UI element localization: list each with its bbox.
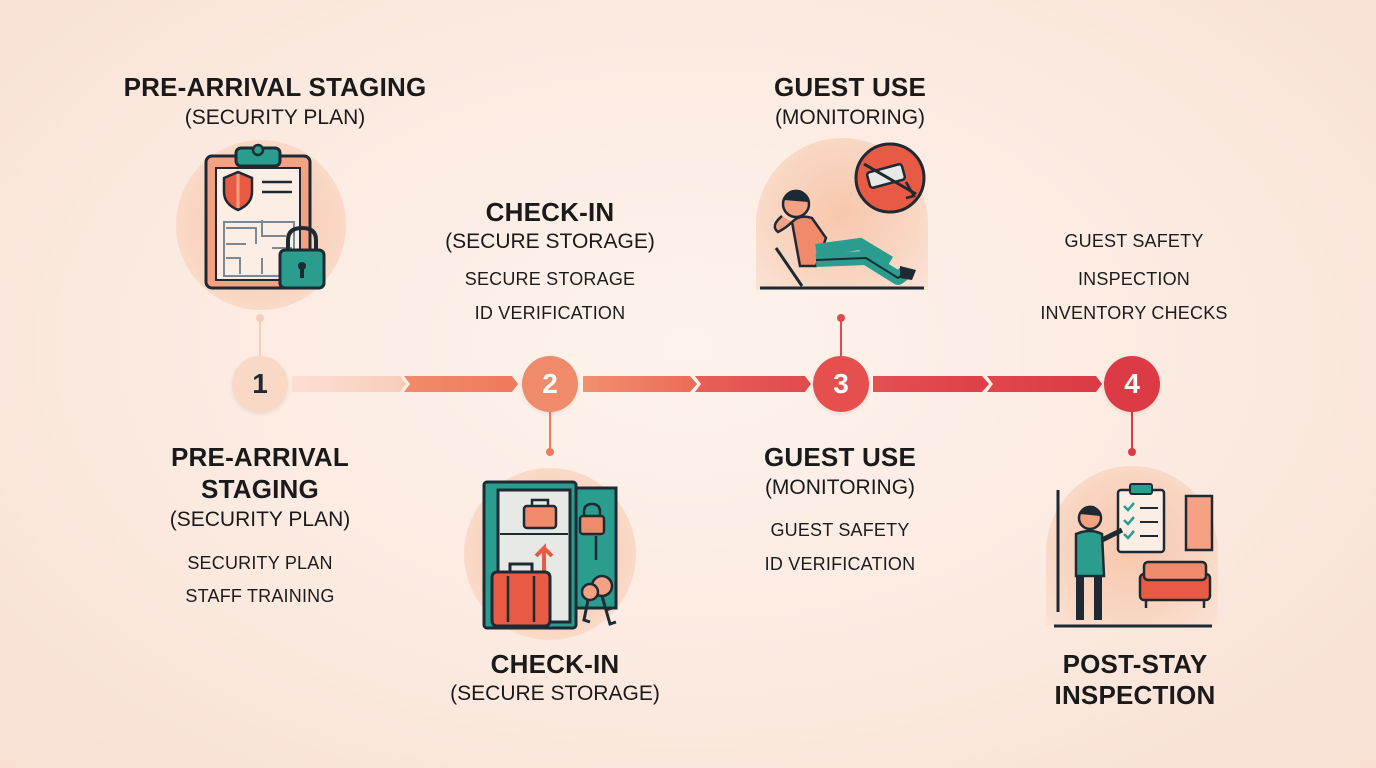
- step-2-item-2: ID VERIFICATION: [474, 303, 626, 323]
- step-node-1: 1: [232, 356, 288, 412]
- guest-relaxing-camera-icon: [760, 142, 926, 290]
- step-node-2: 2: [522, 356, 578, 412]
- step-3-item-2: ID VERIFICATION: [764, 554, 916, 574]
- clipboard-floorplan-lock-icon: [204, 143, 326, 290]
- connector-stem-3: [837, 314, 845, 356]
- step-2-item-1: SECURE STORAGE: [464, 269, 636, 289]
- step-1-bottom-title-line-1: PRE-ARRIVAL: [171, 442, 349, 472]
- step-3-top-subtitle: (MONITORING): [774, 106, 926, 129]
- step-2-bottom-title: CHECK-IN: [490, 649, 620, 679]
- step-1-bottom-title-line-2: STAGING: [201, 474, 319, 504]
- step-1-top-subtitle: (SECURITY PLAN): [184, 106, 366, 129]
- step-2-top-subtitle: (SECURE STORAGE): [445, 230, 655, 253]
- step-4-top-item-1: GUEST SAFETY: [1064, 231, 1204, 251]
- step-4-top-item-3: INVENTORY CHECKS: [1040, 303, 1228, 323]
- step-3-item-1: GUEST SAFETY: [770, 520, 910, 540]
- step-4-bottom-title-line-2: INSPECTION: [1054, 680, 1216, 710]
- step-3-bottom-subtitle: (MONITORING): [764, 476, 916, 499]
- locker-luggage-keys-icon: [482, 480, 618, 630]
- step-3-bottom-title: GUEST USE: [763, 442, 917, 472]
- step-1-item-1: SECURITY PLAN: [187, 553, 333, 573]
- step-3-top-title: GUEST USE: [773, 72, 927, 102]
- step-node-4: 4: [1104, 356, 1160, 412]
- timeline-arrow-segment: [292, 376, 1102, 392]
- step-4-bottom-title-line-1: POST-STAY: [1062, 649, 1208, 679]
- inspector-checklist-icon: [1054, 483, 1214, 628]
- step-1-bottom-subtitle: (SECURITY PLAN): [169, 508, 351, 531]
- step-node-3: 3: [813, 356, 869, 412]
- step-2-top-title: CHECK-IN: [485, 197, 615, 227]
- step-4-top-item-2: INSPECTION: [1077, 269, 1190, 289]
- step-1-item-2: STAFF TRAINING: [185, 586, 335, 606]
- connector-stem-1: [256, 314, 264, 356]
- connector-stem-4: [1128, 412, 1136, 456]
- connector-stem-2: [546, 412, 554, 456]
- step-2-bottom-subtitle: (SECURE STORAGE): [450, 682, 660, 705]
- step-1-top-title: PRE-ARRIVAL STAGING: [123, 72, 427, 102]
